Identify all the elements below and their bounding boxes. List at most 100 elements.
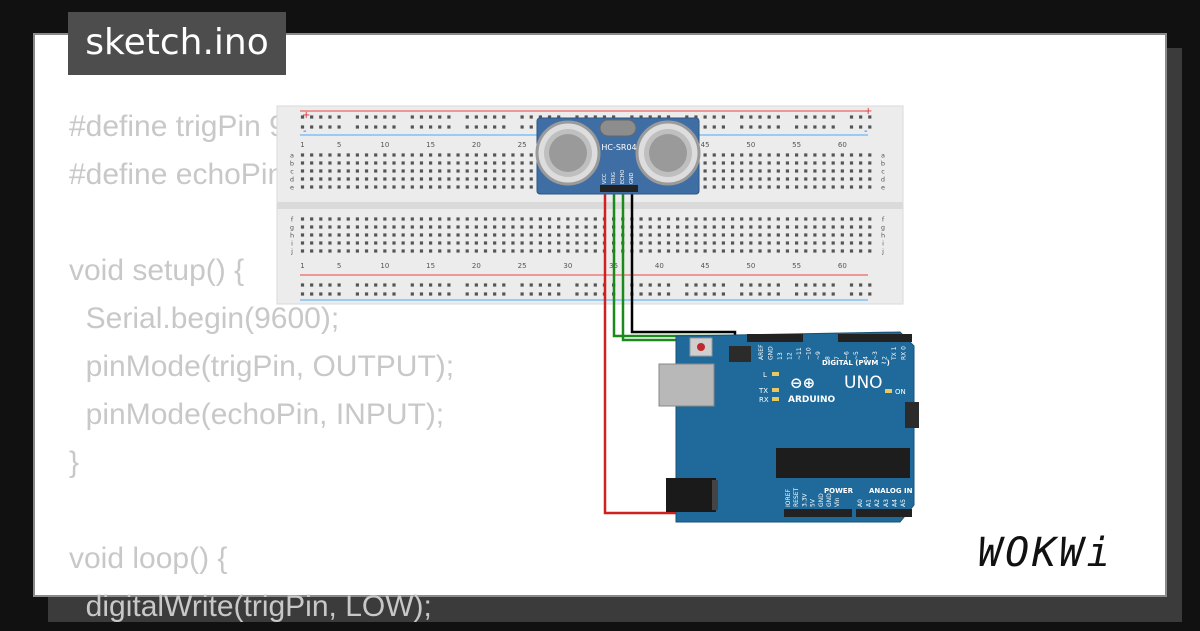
breadboard-column-label: 55 <box>792 262 801 270</box>
breadboard-hole <box>575 233 579 237</box>
breadboard-hole <box>639 217 643 221</box>
rail-hole <box>630 115 634 119</box>
rail-hole <box>822 125 826 129</box>
usb-connector <box>658 363 715 407</box>
breadboard-hole <box>730 217 735 221</box>
breadboard-column-label: 30 <box>563 262 572 270</box>
breadboard-hole <box>520 169 524 173</box>
breadboard-column-label: 50 <box>746 262 755 270</box>
rail-hole <box>868 125 872 129</box>
breadboard-hole <box>804 225 808 229</box>
rail-hole <box>703 283 707 287</box>
breadboard-row-label: g <box>881 224 885 232</box>
breadboard-hole <box>520 217 524 221</box>
breadboard-column-label: 5 <box>337 141 341 149</box>
breadboard-hole <box>840 241 844 245</box>
pin-label-echo: ECHO <box>620 170 626 184</box>
breadboard-hole <box>712 185 716 189</box>
rail-hole <box>300 292 305 296</box>
breadboard-hole <box>429 225 433 229</box>
arduino-pin-label: ~5 <box>853 351 860 360</box>
arduino-uno-board[interactable]: ⊖⊕ UNO ARDUINO DIGITAL (PWM ~) ON L TX R… <box>658 331 919 523</box>
breadboard-hole <box>493 185 497 189</box>
code-line: void loop() { <box>69 542 228 575</box>
breadboard-hole <box>712 225 716 229</box>
breadboard-hole <box>749 161 753 165</box>
breadboard-hole <box>465 161 469 165</box>
breadboard-hole <box>804 153 808 157</box>
breadboard-hole <box>310 185 314 189</box>
file-name-tab[interactable]: sketch.ino <box>68 12 286 75</box>
breadboard-hole <box>795 241 799 245</box>
breadboard-hole <box>328 169 332 173</box>
breadboard-hole <box>740 249 744 253</box>
rail-hole <box>776 125 780 129</box>
rail-hole <box>767 292 771 296</box>
breadboard-hole <box>758 233 762 237</box>
breadboard-hole <box>511 217 515 221</box>
breadboard-row-label: i <box>291 240 293 248</box>
breadboard-hole <box>831 177 835 181</box>
breadboard-hole <box>300 217 305 221</box>
breadboard-hole <box>758 225 762 229</box>
breadboard-column-label: 40 <box>655 262 664 270</box>
breadboard-hole <box>547 217 552 221</box>
breadboard-hole <box>300 169 305 173</box>
led-label-tx: TX <box>758 387 768 395</box>
breadboard-hole <box>474 225 478 229</box>
ultrasonic-sensor[interactable]: HC-SR04 VCC TRIG ECHO GND <box>535 117 701 195</box>
breadboard-hole <box>822 233 826 237</box>
arduino-pin-label: ~9 <box>815 351 822 360</box>
breadboard-hole <box>795 225 799 229</box>
rail-hole <box>529 283 533 287</box>
rail-hole <box>392 125 396 129</box>
rail-hole <box>822 292 826 296</box>
breadboard-hole <box>483 233 488 237</box>
breadboard-hole <box>529 153 533 157</box>
breadboard-hole <box>483 185 488 189</box>
rail-hole <box>300 283 305 287</box>
breadboard-hole <box>566 217 570 221</box>
breadboard-hole <box>465 185 469 189</box>
breadboard-hole <box>767 169 771 173</box>
breadboard-hole <box>465 249 469 253</box>
rail-hole <box>383 283 387 287</box>
breadboard-hole <box>401 185 405 189</box>
breadboard-hole <box>547 241 552 245</box>
breadboard-hole <box>401 177 405 181</box>
breadboard-hole <box>529 169 533 173</box>
breadboard-hole <box>721 169 725 173</box>
breadboard-hole <box>392 249 396 253</box>
breadboard-hole <box>374 185 378 189</box>
arduino-pin-label: 4 <box>863 356 870 360</box>
rail-hole <box>740 283 744 287</box>
rail-hole <box>859 292 863 296</box>
breadboard-hole <box>328 185 332 189</box>
breadboard-hole <box>639 225 643 229</box>
rail-hole <box>740 292 744 296</box>
rail-hole <box>849 125 854 129</box>
breadboard-hole <box>355 169 359 173</box>
breadboard-hole <box>849 177 854 181</box>
rail-hole <box>740 115 744 119</box>
rail-hole <box>868 283 872 287</box>
breadboard-hole <box>767 249 771 253</box>
rail-hole <box>310 115 314 119</box>
breadboard-row-label: d <box>290 176 294 184</box>
microcontroller-chip <box>776 448 910 478</box>
breadboard-hole <box>639 249 643 253</box>
breadboard-hole <box>502 153 506 157</box>
rail-hole <box>822 115 826 119</box>
breadboard-hole <box>474 153 478 157</box>
breadboard-hole <box>776 153 780 157</box>
breadboard-hole <box>749 225 753 229</box>
breadboard-hole <box>355 185 359 189</box>
breadboard-hole <box>831 217 835 221</box>
breadboard-hole <box>538 241 542 245</box>
rail-hole <box>648 115 652 119</box>
breadboard-hole <box>511 161 515 165</box>
breadboard-hole <box>328 161 332 165</box>
breadboard-hole <box>593 217 597 221</box>
rail-hole <box>520 125 524 129</box>
breadboard-hole <box>831 153 835 157</box>
